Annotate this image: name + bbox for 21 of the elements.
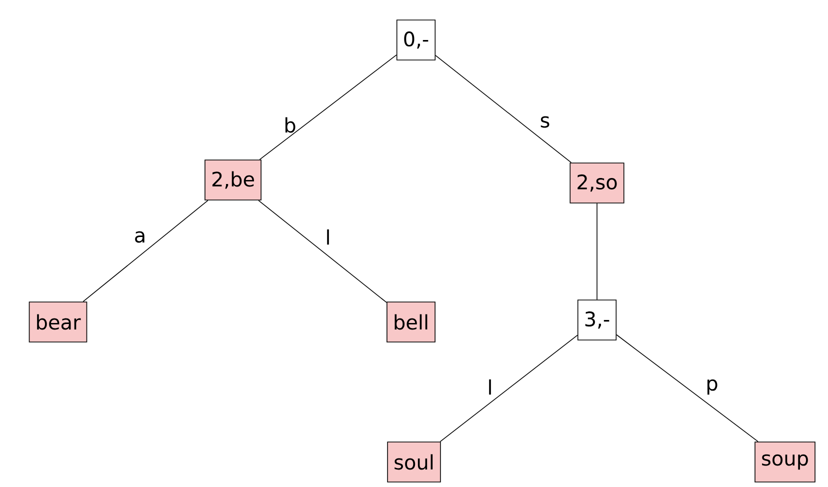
tree-node: 2,so: [570, 162, 624, 204]
tree-edge: [82, 200, 208, 302]
tree-edge: [258, 200, 387, 303]
edge-label: a: [135, 231, 144, 243]
tree-edge: [440, 334, 578, 442]
edge-label: l: [327, 229, 329, 245]
edge-label: p: [707, 379, 718, 395]
tree-edge: [596, 203, 598, 300]
tree-node: 3,-: [577, 300, 617, 340]
tree-edge: [435, 55, 572, 163]
tree-edge: [616, 334, 758, 442]
edge-label: l: [489, 379, 491, 395]
tree-node: bell: [386, 302, 436, 342]
tree-node: bear: [28, 302, 88, 342]
tree-node: soul: [387, 442, 441, 482]
tree-node: 0,-: [396, 20, 436, 60]
tree-edge: [259, 54, 397, 160]
tree-node: 2,be: [204, 160, 262, 200]
tree-node: soup: [754, 442, 816, 482]
edge-label: s: [540, 116, 550, 128]
edge-label: b: [285, 117, 296, 133]
